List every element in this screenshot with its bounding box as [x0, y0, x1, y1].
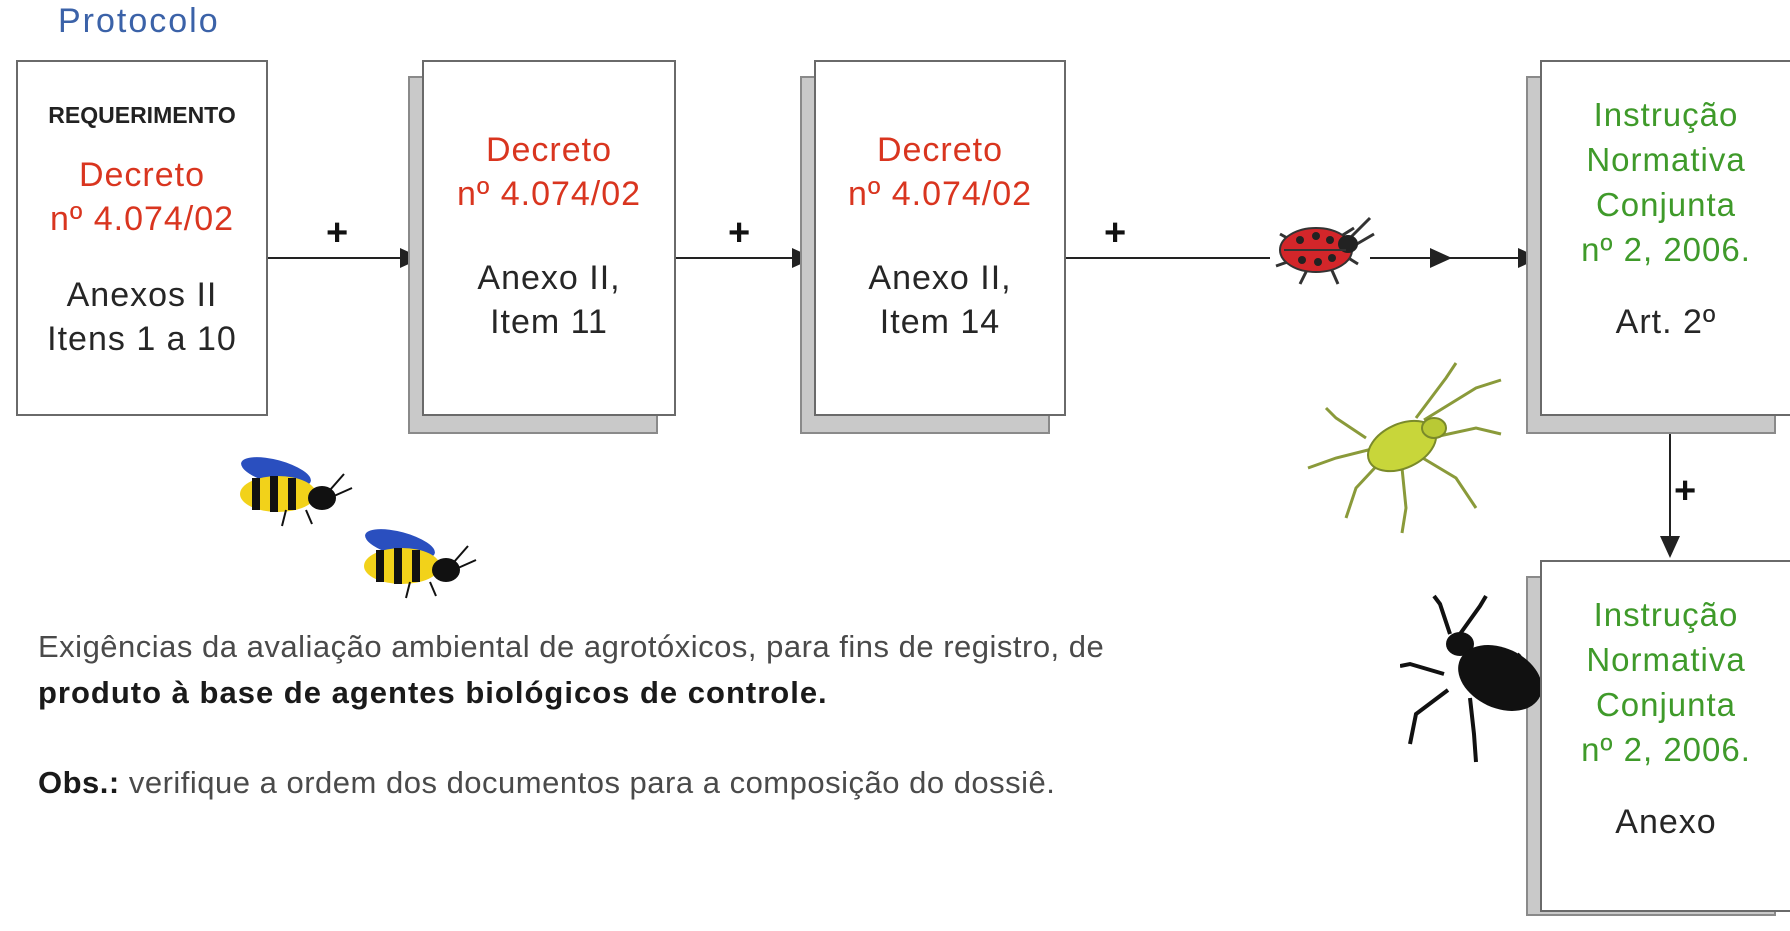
plus-sign-4: +: [1674, 470, 1697, 512]
beetle-icon: [1400, 594, 1540, 763]
plus-sign-2: +: [728, 212, 751, 254]
description-text: Exigências da avaliação ambiental de agr…: [38, 624, 1138, 716]
box5-line2: Normativa: [1586, 641, 1746, 678]
box4-line5: Art. 2º: [1615, 303, 1717, 341]
box2-decree-line2: nº 4.074/02: [456, 175, 642, 213]
box-decreto-item14: Decreto nº 4.074/02 Anexo II, Item 14: [814, 60, 1066, 416]
box2-line1: Anexo II,: [477, 259, 621, 297]
plus-sign-3: +: [1104, 212, 1127, 254]
box5-line3: Conjunta: [1595, 686, 1737, 723]
box-instrucao-anexo: Instrução Normativa Conjunta nº 2, 2006.…: [1540, 560, 1790, 912]
ladybug-icon: [1275, 216, 1375, 285]
bee-icon: [364, 529, 477, 599]
aphid-icon: [1307, 362, 1502, 534]
observation-text: Obs.: verifique a ordem dos documentos p…: [38, 760, 1138, 806]
observation-body: verifique a ordem dos documentos para a …: [119, 765, 1056, 800]
box1-line2: Itens 1 a 10: [47, 320, 237, 358]
box3-decree-line1: Decreto: [876, 131, 1004, 169]
box3-line2: Item 14: [879, 303, 1001, 341]
box5-line4: nº 2, 2006.: [1581, 731, 1751, 768]
observation-label: Obs.:: [38, 765, 120, 800]
box3-decree-line2: nº 4.074/02: [847, 175, 1033, 213]
box2-decree-line1: Decreto: [485, 131, 613, 169]
box4-line3: Conjunta: [1595, 186, 1737, 223]
box1-decree-line2: nº 4.074/02: [49, 200, 235, 238]
diagram-title: Protocolo: [58, 2, 220, 40]
box3-line1: Anexo II,: [868, 259, 1012, 297]
box-requerimento: REQUERIMENTO Decreto nº 4.074/02 Anexos …: [16, 60, 268, 416]
box1-line1: Anexos II: [66, 276, 218, 314]
box-decreto-item11: Decreto nº 4.074/02 Anexo II, Item 11: [422, 60, 676, 416]
description-bold: produto à base de agentes biológicos de …: [38, 675, 828, 710]
description-plain: Exigências da avaliação ambiental de agr…: [38, 629, 1105, 664]
box2-line2: Item 11: [490, 303, 608, 341]
box5-line1: Instrução: [1593, 596, 1739, 633]
box4-line4: nº 2, 2006.: [1581, 231, 1751, 268]
box4-line2: Normativa: [1586, 141, 1746, 178]
box1-decree-line1: Decreto: [78, 156, 206, 194]
box1-heading: REQUERIMENTO: [48, 102, 236, 128]
box4-line1: Instrução: [1593, 96, 1739, 133]
bee-icon: [240, 457, 353, 527]
box5-line5: Anexo: [1615, 803, 1717, 841]
box-instrucao-art2: Instrução Normativa Conjunta nº 2, 2006.…: [1540, 60, 1790, 416]
plus-sign-1: +: [326, 212, 349, 254]
